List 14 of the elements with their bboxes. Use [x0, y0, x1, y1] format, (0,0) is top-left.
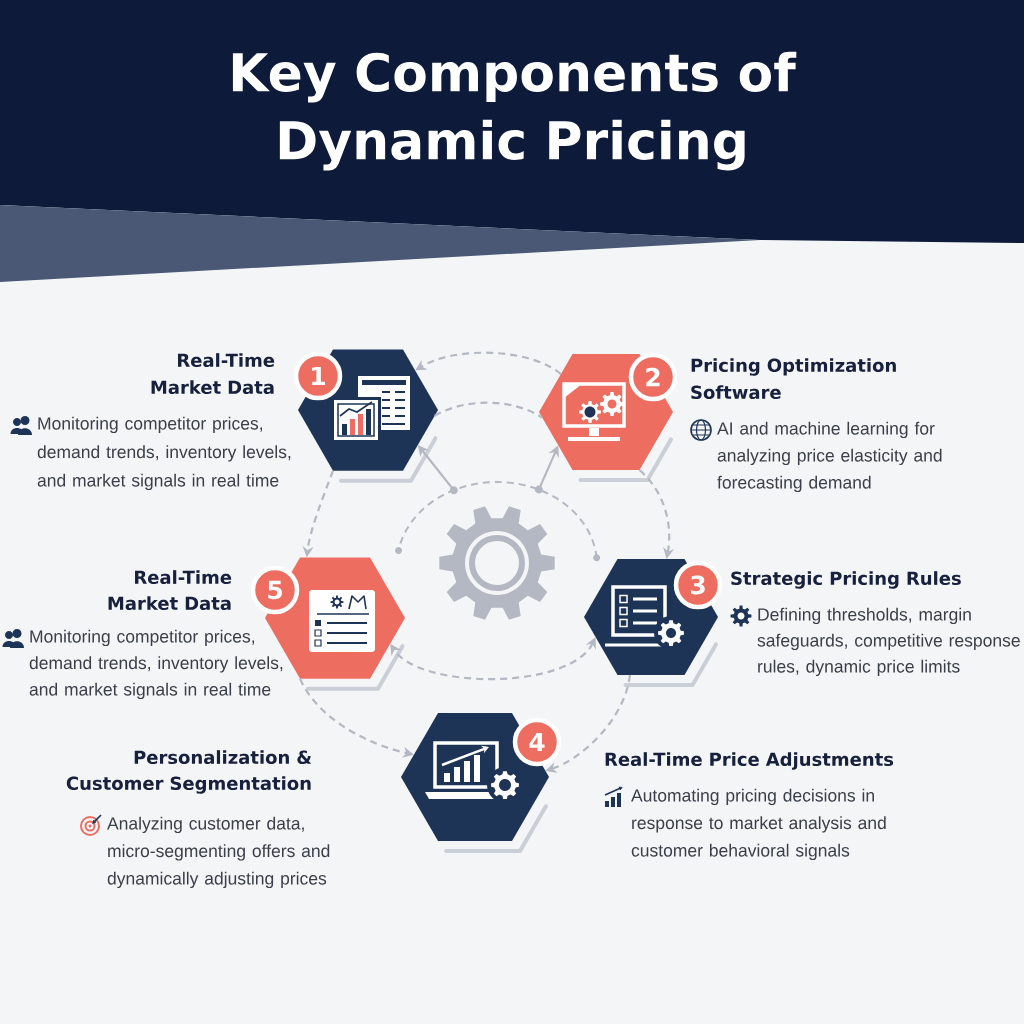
- description: Monitoring competitor prices, demand trends, inventory levels, and market signals in real time: [29, 629, 283, 700]
- heading: Real-Time Market Data: [108, 570, 232, 611]
- heading: Real-Time Market Data: [151, 353, 275, 395]
- heading: Pricing Optimization Software: [691, 358, 896, 400]
- heading: Strategic Pricing Rules: [731, 571, 961, 589]
- description: Automating pricing decisions in response to market analysis and customer behavioral signals: [631, 788, 886, 861]
- description: Analyzing customer data, micro-segmenting offers and dynamically adjusting prices: [107, 816, 330, 889]
- dashed-line: [434, 401, 543, 419]
- description: Defining thresholds, margin safeguards, competitive response rules, dynamic price limits: [757, 607, 1020, 677]
- heading: Personalization & Customer Segmentation: [66, 750, 312, 794]
- title: Key Components of Dynamic Pricing: [232, 51, 797, 171]
- description: Monitoring competitor prices, demand trends, inventory levels, and market signals in real time: [37, 416, 291, 491]
- description: AI and machine learning for analyzing price elasticity and forecasting demand: [717, 421, 942, 493]
- heading: Real-Time Price Adjustments: [605, 752, 894, 770]
